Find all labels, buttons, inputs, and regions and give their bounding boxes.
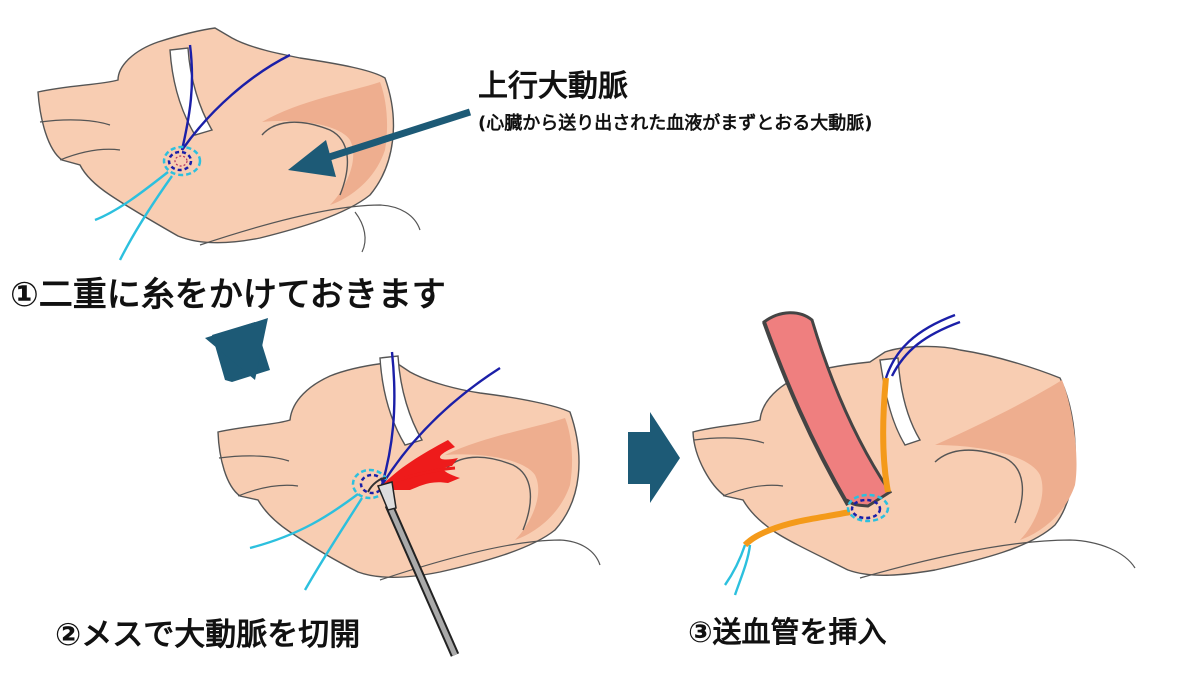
suture-blue-1b: [181, 53, 291, 151]
suture-ring-blue-1: [167, 150, 193, 172]
heart-shadow-2: [445, 418, 573, 540]
suture-cyan-3b: [733, 544, 752, 596]
step-3-label: ③送血管を挿入: [688, 615, 887, 649]
suture-cyan-1a: [94, 171, 169, 222]
suture-ring-inner-1: [174, 155, 188, 167]
step-2-label: ②メスで大動脈を切開: [55, 617, 361, 653]
suture-cyan-2b: [303, 497, 364, 591]
step-arrow-head-1: [205, 318, 268, 380]
aorta-outline-3: [934, 449, 1024, 524]
panel-3: [692, 311, 1136, 596]
suture-blue-3a: [884, 313, 956, 379]
suture-cyan-2a: [249, 493, 359, 550]
heart-body-1: [37, 27, 395, 244]
vessel-line-1: [59, 148, 121, 161]
step-arrow-2: [628, 412, 680, 503]
suture-blue-3b: [890, 320, 961, 377]
incision: [367, 477, 387, 493]
heart-shadow-3: [935, 380, 1077, 540]
tube-orange-lower: [742, 509, 851, 548]
suture-ring-blue-3: [850, 498, 882, 520]
vessel-line-5: [722, 484, 784, 497]
heart-body-2: [217, 361, 580, 578]
channel-2: [379, 355, 424, 446]
suture-ring-cyan-3: [846, 493, 890, 523]
vessel-line-3: [237, 484, 299, 497]
suture-blue-2a: [380, 351, 396, 486]
suture-blue-2b: [380, 366, 501, 486]
panel-2: [217, 351, 601, 657]
title-label: 上行大動脈: [478, 69, 628, 104]
lower-contour-2: [354, 211, 366, 253]
tube-orange-upper: [880, 377, 891, 493]
cannula-edge: [762, 321, 850, 507]
step-1-label: ①二重に糸をかけておきます: [10, 275, 446, 315]
suture-cyan-3a: [724, 544, 747, 586]
subtitle-label: (心臓から送り出された血液がまずとおる大動脈): [478, 113, 873, 134]
panel-1: [37, 27, 472, 261]
suture-cyan-1b: [118, 175, 173, 261]
lower-contour-3: [379, 539, 601, 581]
aorta-outline-1: [261, 121, 349, 196]
vessel-line-2: [39, 119, 111, 126]
vessel-line-6: [693, 437, 765, 444]
lower-contour-1: [199, 204, 421, 246]
vessel-line-4: [218, 455, 290, 462]
suture-blue-1a: [180, 44, 194, 151]
heart-shadow-1: [262, 82, 388, 205]
pointer-arrow: [288, 108, 472, 177]
blood-spray: [378, 440, 460, 490]
suture-ring-cyan-1: [162, 145, 202, 177]
lower-contour-4: [859, 539, 1136, 579]
scalpel-icon: [376, 481, 460, 657]
aorta-outline-2: [444, 456, 532, 531]
